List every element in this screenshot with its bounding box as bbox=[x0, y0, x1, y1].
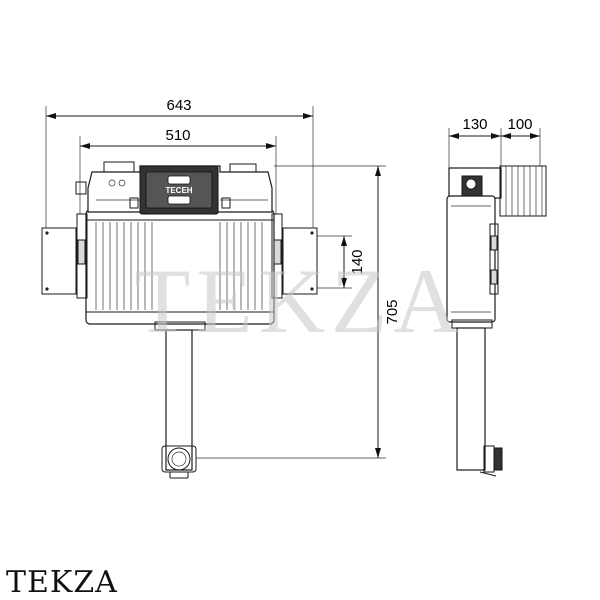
side-flush-pipe bbox=[456, 327, 486, 471]
rear-connector bbox=[499, 165, 547, 217]
dim-overall-width-label: 643 bbox=[166, 97, 191, 114]
side-bracket bbox=[489, 223, 499, 295]
side-tank bbox=[446, 195, 496, 323]
tank-ribs-right bbox=[219, 222, 263, 310]
left-post bbox=[76, 213, 88, 299]
brand-logo: TEKZA bbox=[6, 565, 118, 600]
dim-frame-width-label: 510 bbox=[165, 127, 190, 144]
dim-pipe-offset-label: 100 bbox=[507, 116, 532, 133]
flush-pipe bbox=[165, 329, 193, 471]
watermark-text: TEKZA bbox=[134, 250, 465, 352]
right-post bbox=[271, 213, 283, 299]
right-mounting-bracket bbox=[282, 227, 318, 295]
dim-flush-height-label: 140 bbox=[349, 249, 366, 274]
left-mounting-bracket bbox=[41, 227, 77, 295]
dimension-lines bbox=[45, 106, 541, 459]
flush-button-bottom bbox=[167, 195, 191, 205]
dim-depth-label: 130 bbox=[462, 116, 487, 133]
inlet-connector bbox=[103, 161, 135, 173]
dim-height-label: 705 bbox=[384, 299, 401, 324]
tank-ribs-left bbox=[95, 222, 153, 310]
pipe-elbow bbox=[161, 445, 197, 473]
panel-brand-label: TECEH bbox=[165, 186, 192, 195]
side-view bbox=[446, 165, 547, 477]
front-view: TECEH bbox=[41, 161, 318, 479]
flush-button-top bbox=[167, 175, 191, 185]
